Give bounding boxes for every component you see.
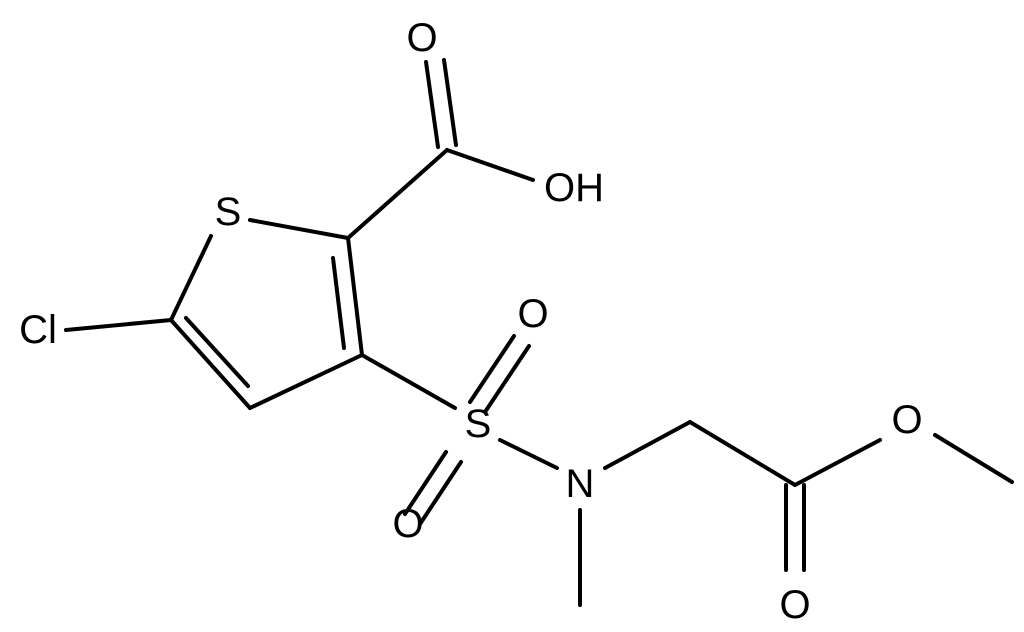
atom-nitrogen: N xyxy=(566,462,595,506)
bond-so-lower-a xyxy=(403,450,448,516)
bond-c3-c4 xyxy=(248,353,364,410)
bond-c4-c5 xyxy=(169,318,252,410)
atom-sulfonyl-s: S xyxy=(465,402,492,446)
bond-so-upper-a xyxy=(468,334,516,404)
atom-chlorine: Cl xyxy=(19,308,57,352)
bond-o-methyl xyxy=(933,433,1014,484)
bond-s-n xyxy=(498,438,559,470)
bond-acid-coh xyxy=(445,148,535,182)
bonds xyxy=(64,58,1014,607)
bond-acid-co-a xyxy=(424,60,440,149)
bond-ch2-c xyxy=(688,420,797,487)
bond-c-oester xyxy=(793,438,882,487)
atom-ester-o: O xyxy=(891,398,922,442)
bond-c5-s xyxy=(169,234,213,322)
bond-c3-s xyxy=(360,353,457,410)
bond-so-lower-b xyxy=(418,460,463,526)
bond-acid-co-b xyxy=(442,58,458,147)
bond-so-upper-b xyxy=(483,344,531,414)
bond-c2-c3-inner xyxy=(331,256,346,350)
bond-c4-c5-inner xyxy=(184,316,250,388)
atom-carbonyl-o-acid: O xyxy=(406,16,437,60)
bond-s-c2 xyxy=(248,218,350,240)
atom-thiophene-s: S xyxy=(215,190,242,234)
atom-carbonyl-o-ester: O xyxy=(779,583,810,627)
atom-sulfonyl-o-upper: O xyxy=(517,292,548,336)
bond-c2-c3 xyxy=(346,236,364,357)
bond-c5-cl xyxy=(64,318,173,332)
atom-sulfonyl-o-lower: O xyxy=(392,502,423,546)
atom-hydroxyl: OH xyxy=(544,166,604,210)
atom-labels: S Cl O OH S O O N O O xyxy=(19,16,922,627)
bond-c2-ccooh xyxy=(346,148,449,240)
bond-n-ch2 xyxy=(603,420,692,470)
